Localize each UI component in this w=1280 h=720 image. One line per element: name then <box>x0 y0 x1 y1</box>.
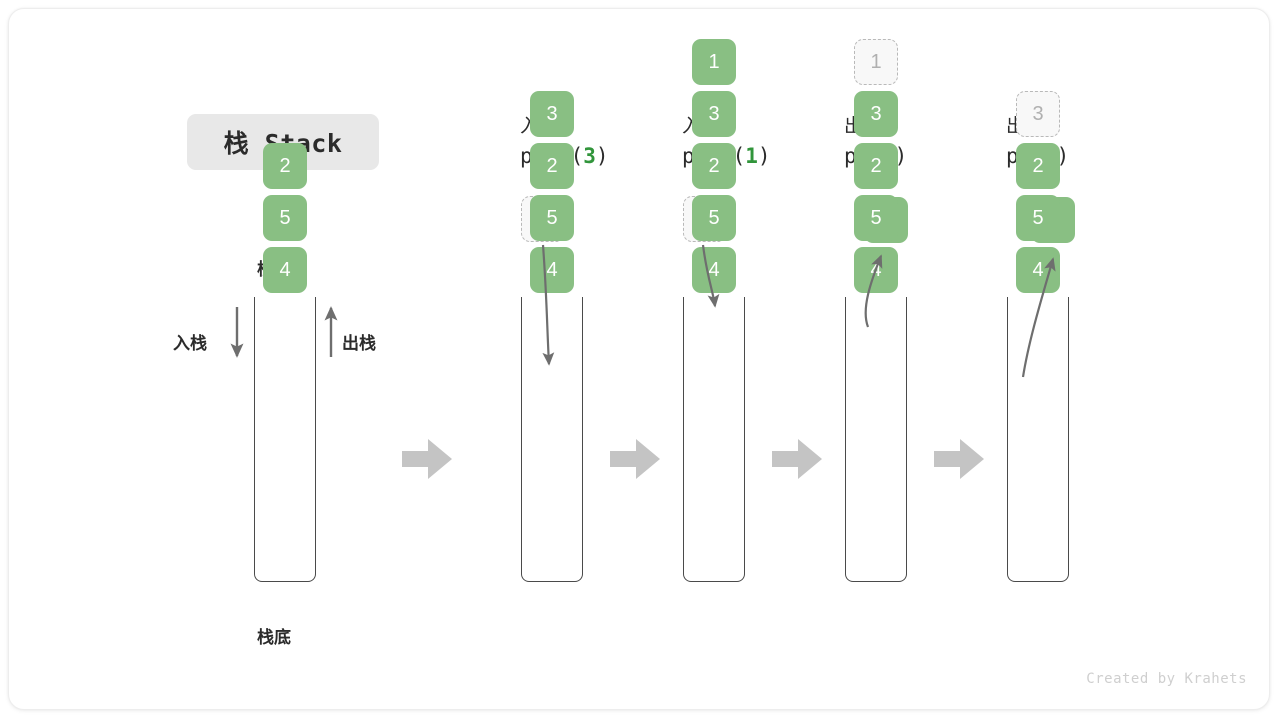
stack-cell: 5 <box>530 195 574 241</box>
stack-cell: 5 <box>263 195 307 241</box>
stack-cell: 2 <box>1016 143 1060 189</box>
transition-arrow-icon <box>772 439 822 479</box>
stack-cells: 4 5 2 3 <box>1007 85 1069 293</box>
stack-cell-removed: 3 <box>1016 91 1060 137</box>
stack-cell: 2 <box>692 143 736 189</box>
stack-cell: 3 <box>854 91 898 137</box>
stack-container <box>845 297 907 582</box>
stack-cell: 2 <box>854 143 898 189</box>
stack-cell: 3 <box>692 91 736 137</box>
transition-arrow-icon <box>934 439 984 479</box>
stack-cell: 4 <box>854 247 898 293</box>
stack-cell: 4 <box>530 247 574 293</box>
stack-cells: 4 5 2 3 <box>521 85 583 293</box>
stack-cell: 4 <box>692 247 736 293</box>
stack-cell: 3 <box>530 91 574 137</box>
stack-container <box>683 297 745 582</box>
stack-cell: 5 <box>854 195 898 241</box>
stack-cells: 4 5 2 3 1 <box>683 33 745 293</box>
stack-container <box>254 297 316 582</box>
stack-cells: 4 5 2 3 1 <box>845 33 907 293</box>
push-direction-label: 入栈 <box>173 334 207 353</box>
push-value-1: 1 <box>745 143 758 168</box>
diagram-canvas: 栈 Stack 栈顶 栈底 入栈 出栈 入栈 push(3) 入栈 push(1… <box>8 8 1270 710</box>
footer-credit: Created by Krahets <box>1086 671 1247 687</box>
stack-cell-removed: 1 <box>854 39 898 85</box>
stack-cell: 2 <box>530 143 574 189</box>
stack-cell: 4 <box>263 247 307 293</box>
push-value-3: 3 <box>583 143 596 168</box>
transition-arrow-icon <box>610 439 660 479</box>
stack-cell: 2 <box>263 143 307 189</box>
stack-container <box>521 297 583 582</box>
stack-cell: 5 <box>692 195 736 241</box>
stack-container <box>1007 297 1069 582</box>
stack-cell: 4 <box>1016 247 1060 293</box>
stack-cell: 1 <box>692 39 736 85</box>
stack-bottom-label: 栈底 <box>257 628 291 647</box>
stack-cell: 5 <box>1016 195 1060 241</box>
transition-arrow-icon <box>402 439 452 479</box>
stack-cells: 4 5 2 <box>254 137 316 293</box>
pop-direction-label: 出栈 <box>342 334 376 353</box>
